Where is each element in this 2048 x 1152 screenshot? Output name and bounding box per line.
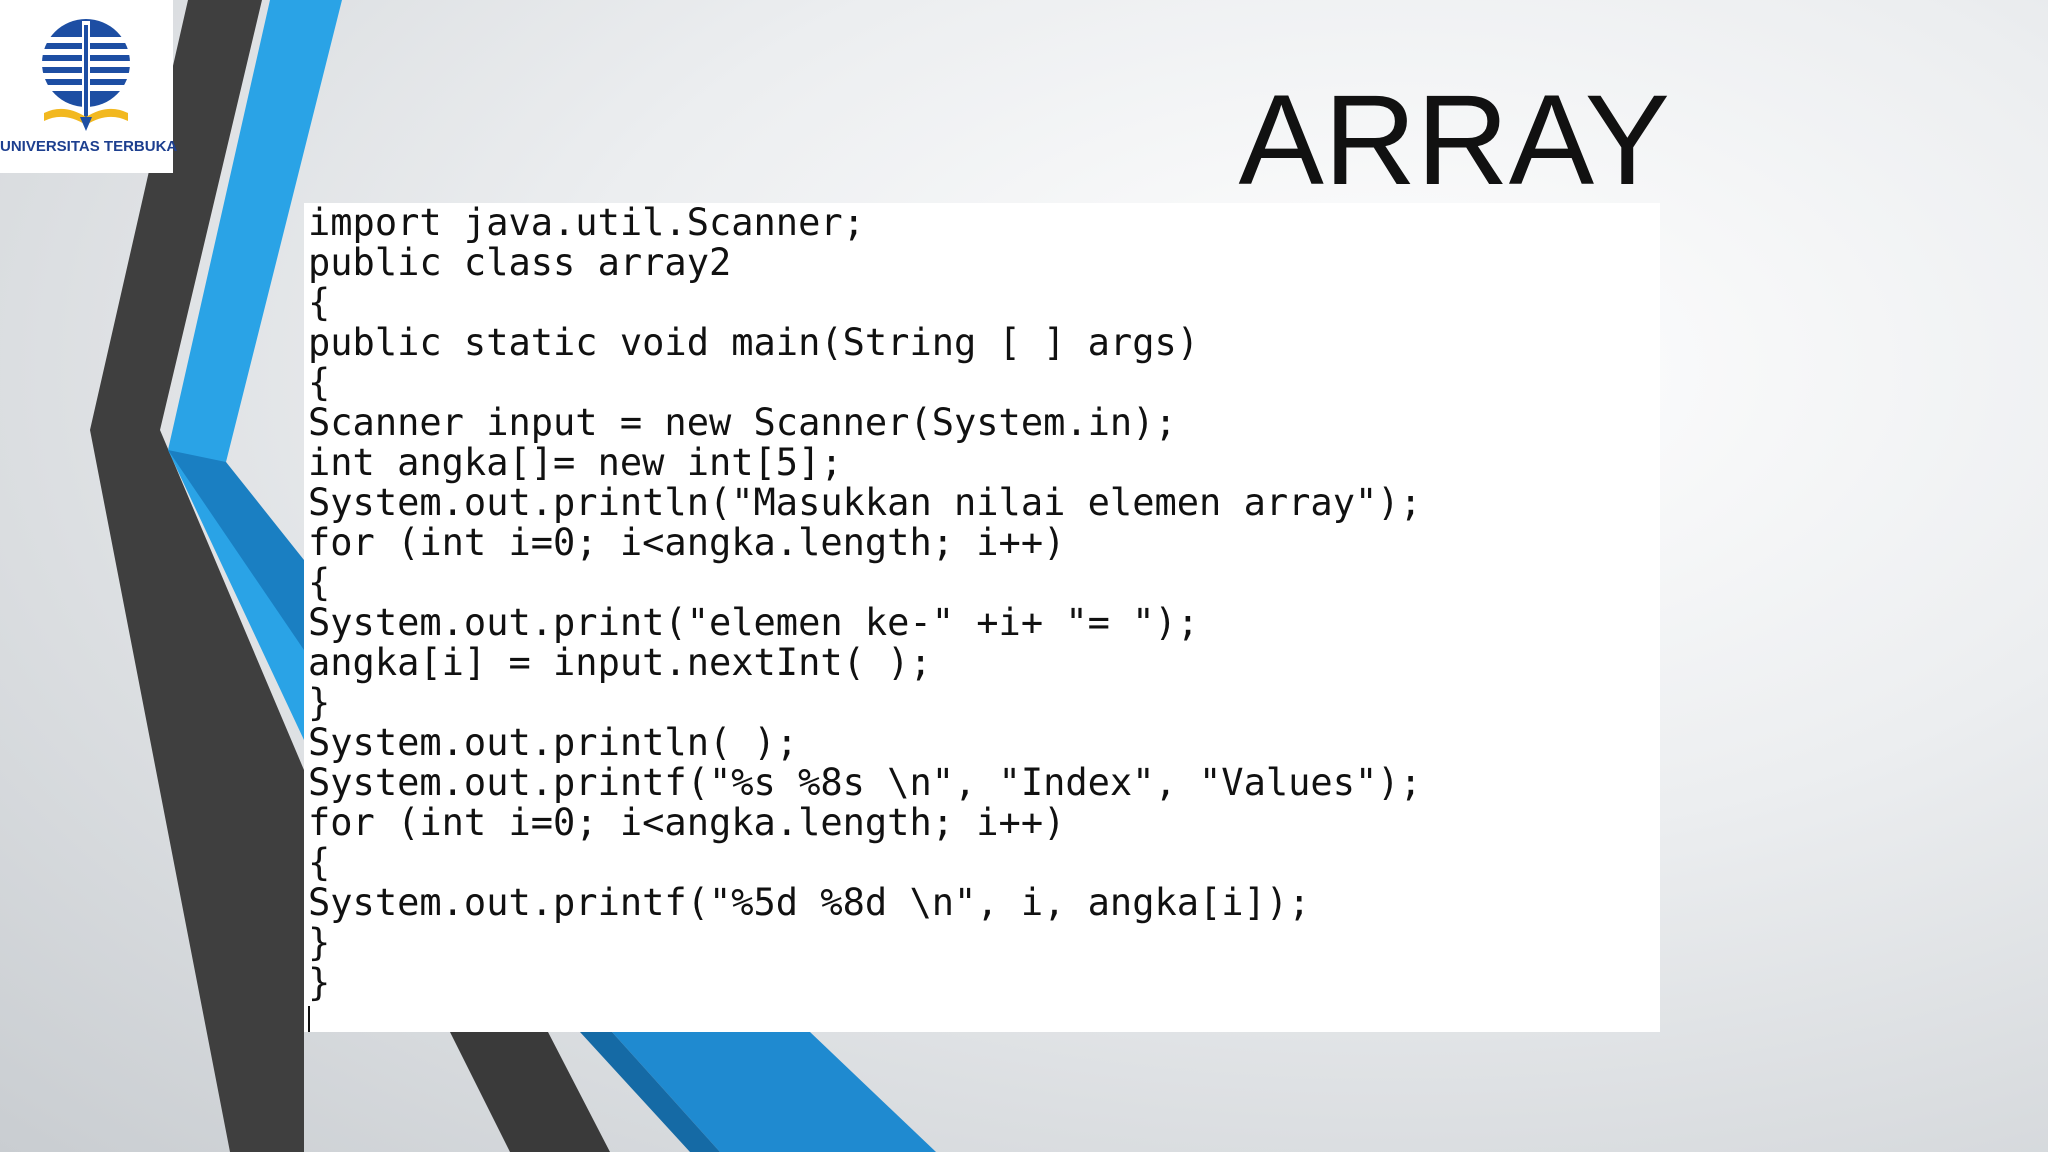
code-line: import java.util.Scanner; (308, 203, 865, 244)
university-logo: UNIVERSITAS TERBUKA (0, 0, 178, 173)
chevron-band-blue (168, 0, 342, 740)
code-line: System.out.println( ); (308, 721, 799, 764)
code-line: System.out.printf("%s %8s \n", "Index", … (308, 761, 1422, 804)
chevron-band-dark-blue-lower (580, 1032, 720, 1152)
code-line: System.out.printf("%5d %8d \n", i, angka… (308, 881, 1311, 924)
code-line: { (308, 281, 331, 324)
code-line: public static void main(String [ ] args) (308, 321, 1200, 364)
chevron-band-dark-blue (168, 450, 304, 650)
code-line: Scanner input = new Scanner(System.in); (308, 401, 1177, 444)
code-line: angka[i] = input.nextInt( ); (308, 641, 932, 684)
code-screenshot: import java.util.Scanner;public class ar… (304, 203, 1660, 1032)
chevron-band-dark-gray-lower (450, 1032, 610, 1152)
code-line: System.out.println("Masukkan nilai eleme… (308, 481, 1422, 524)
text-caret (308, 1006, 310, 1032)
code-line: } (308, 921, 331, 964)
code-line: for (int i=0; i<angka.length; i++) (308, 521, 1066, 564)
university-emblem-icon (42, 19, 130, 131)
code-line: { (308, 361, 331, 404)
code-line: for (int i=0; i<angka.length; i++) (308, 801, 1066, 844)
chevron-band-dark-gray (90, 0, 304, 1152)
logo-text: UNIVERSITAS TERBUKA (0, 138, 178, 155)
code-line: } (308, 681, 331, 724)
code-line: System.out.print("elemen ke-" +i+ "= "); (308, 601, 1200, 644)
code-line: { (308, 841, 331, 884)
code-line: int angka[]= new int[5]; (308, 441, 843, 484)
slide-title: ARRAY (1238, 69, 1671, 212)
code-block: import java.util.Scanner;public class ar… (308, 203, 1422, 1003)
code-line: public class array2 (308, 241, 732, 284)
code-line: } (308, 961, 331, 1004)
code-line: { (308, 561, 331, 604)
